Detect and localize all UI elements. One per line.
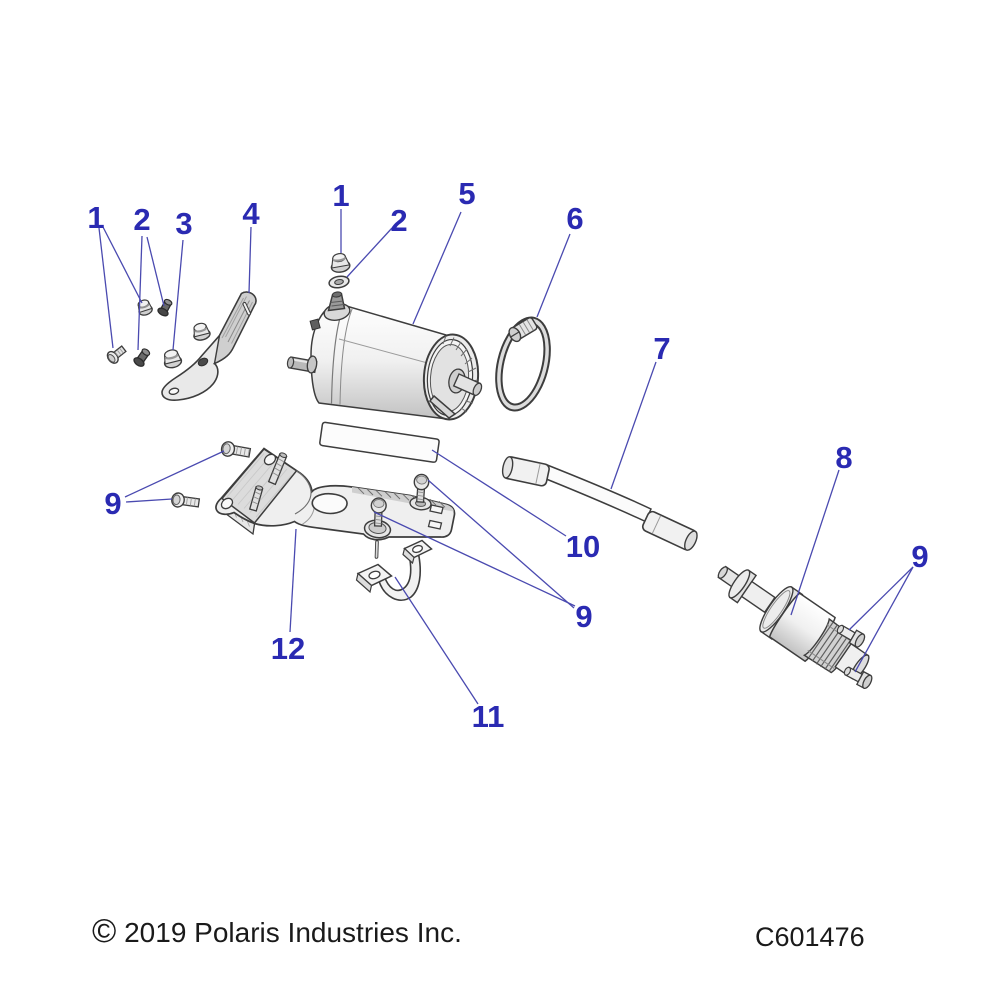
svg-text:© 2019 Polaris Industries Inc.: © 2019 Polaris Industries Inc. (92, 912, 462, 949)
svg-text:3: 3 (175, 206, 192, 241)
svg-text:11: 11 (472, 699, 505, 734)
svg-text:6: 6 (566, 201, 583, 236)
svg-text:7: 7 (653, 331, 670, 366)
svg-text:9: 9 (104, 486, 121, 521)
svg-text:2: 2 (390, 203, 407, 238)
svg-text:12: 12 (271, 631, 305, 666)
svg-text:9: 9 (575, 599, 592, 634)
svg-text:10: 10 (566, 529, 600, 564)
svg-text:8: 8 (835, 440, 852, 475)
svg-text:4: 4 (242, 196, 260, 231)
svg-text:1: 1 (87, 200, 104, 235)
svg-text:5: 5 (458, 176, 475, 211)
svg-text:C601476: C601476 (755, 922, 865, 952)
svg-text:2: 2 (133, 202, 150, 237)
svg-text:9: 9 (911, 539, 928, 574)
svg-text:1: 1 (332, 178, 349, 213)
